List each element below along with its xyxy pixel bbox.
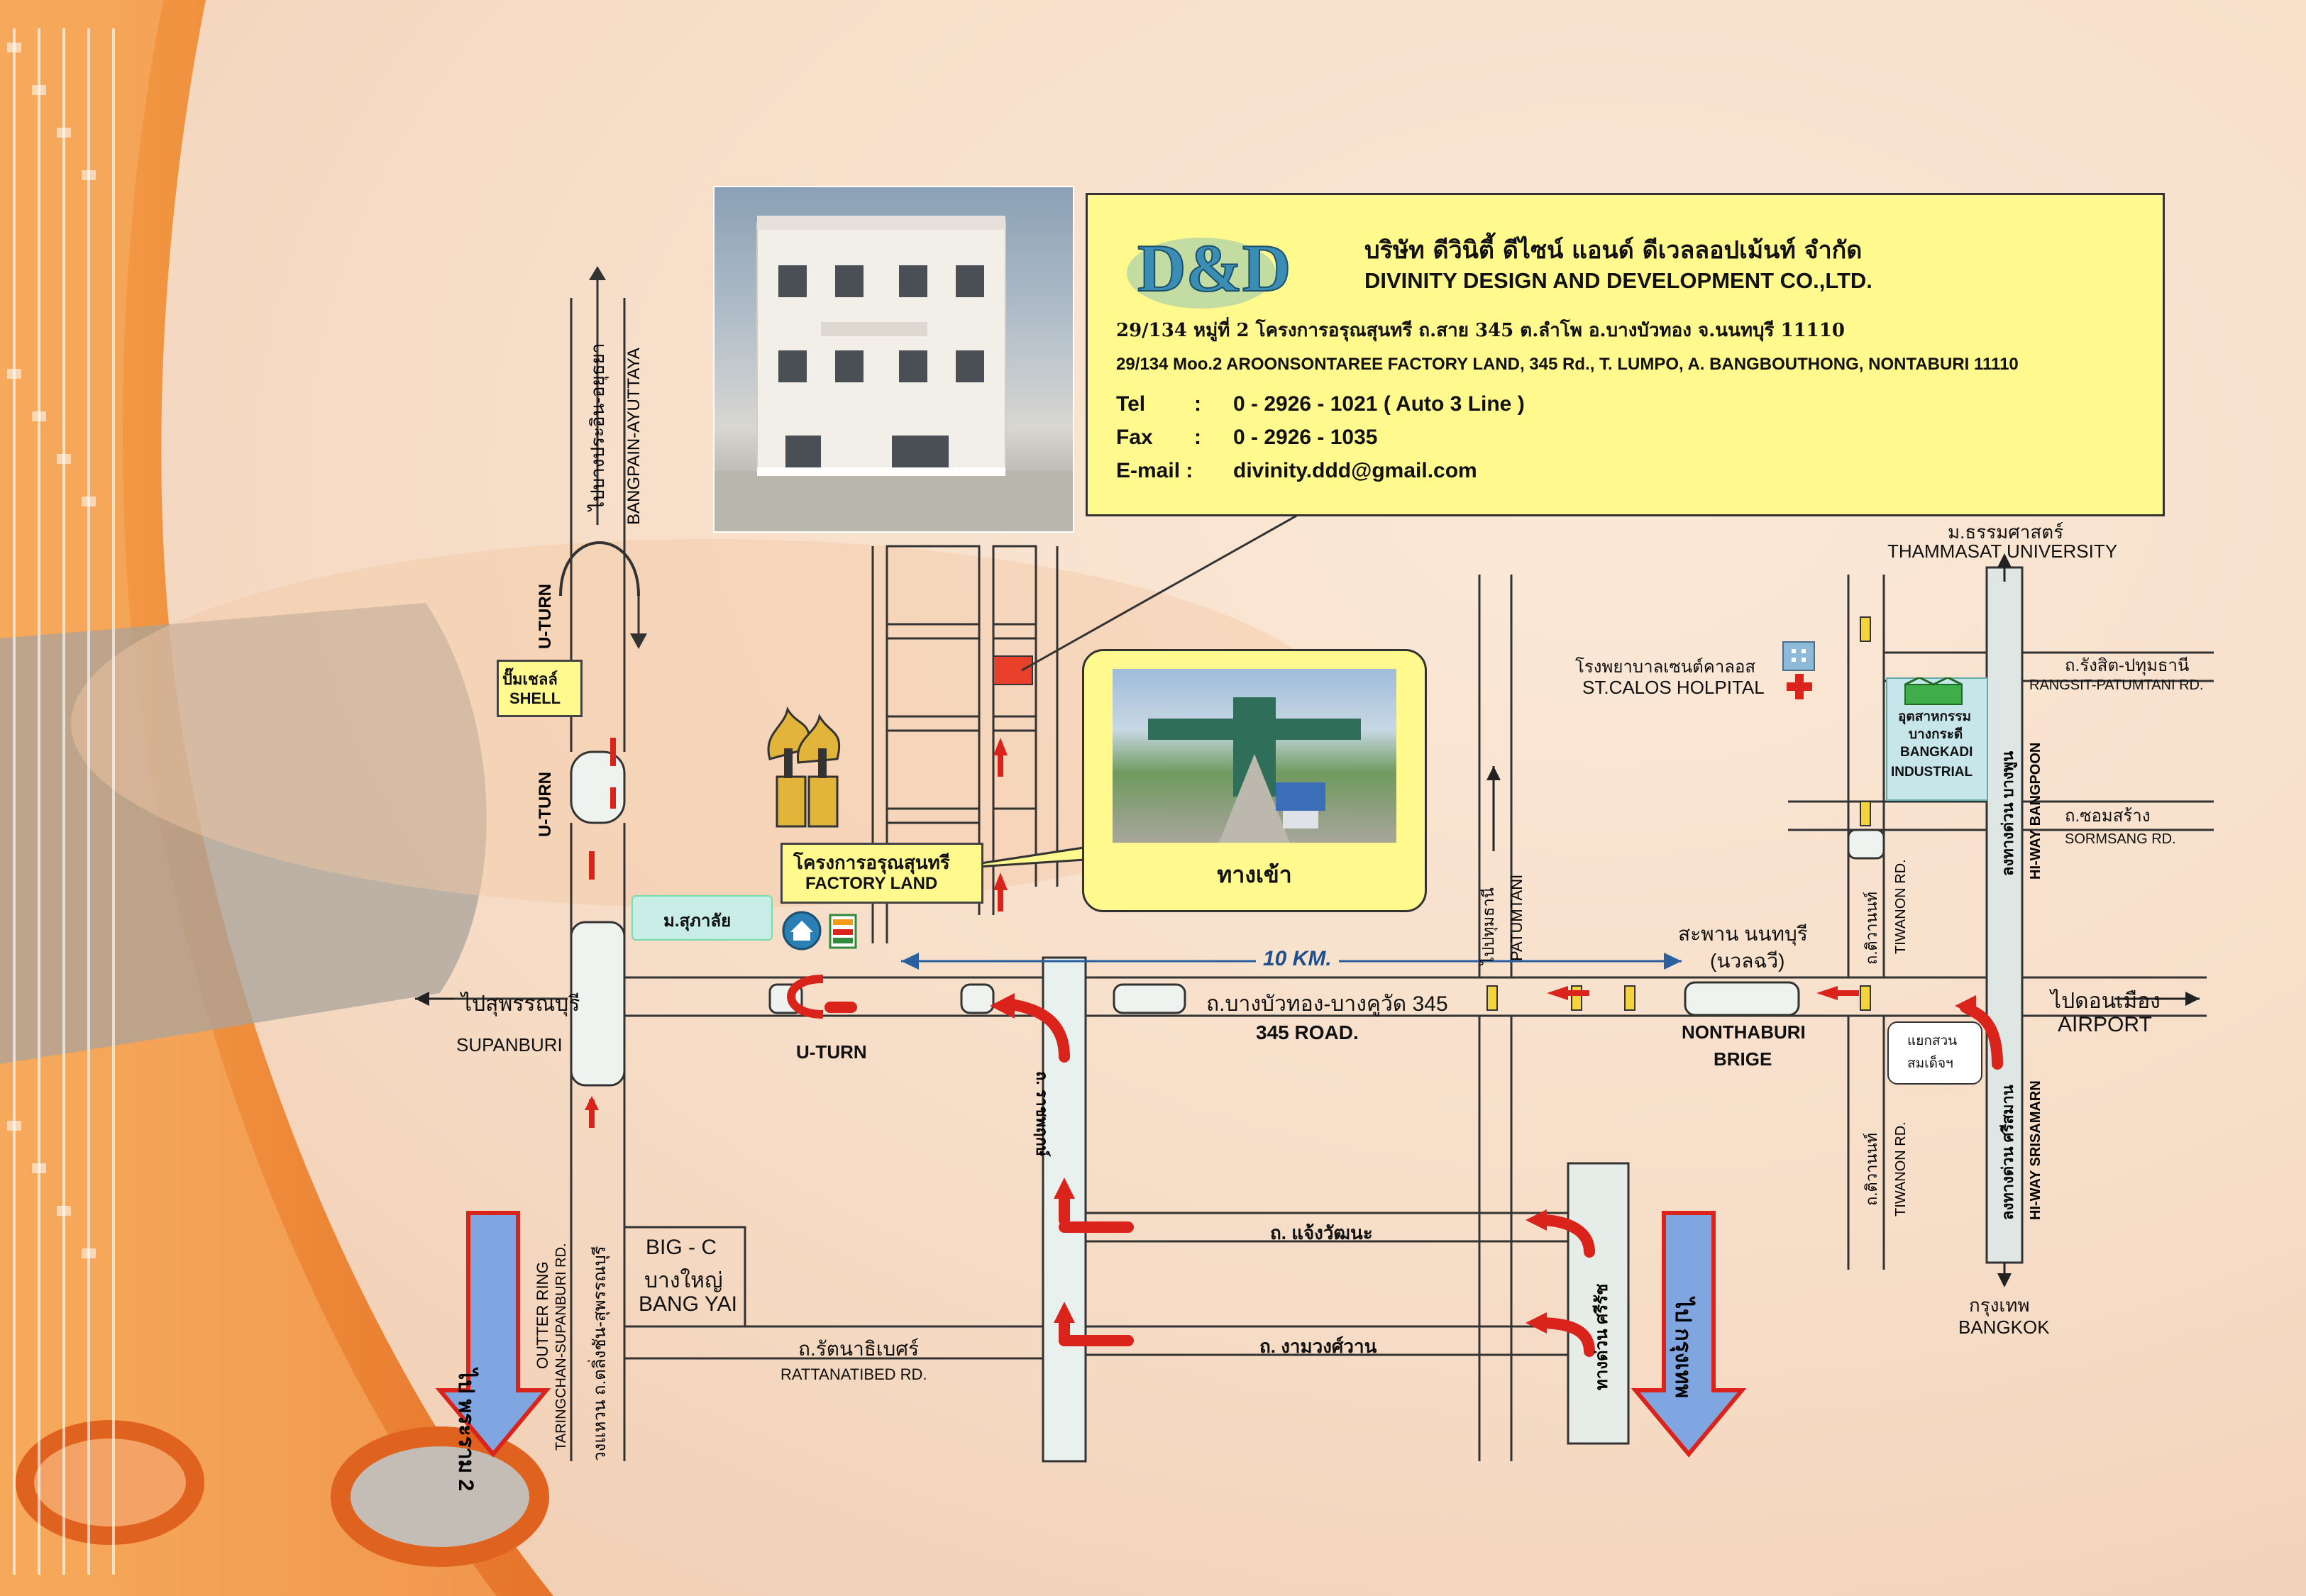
hiway-srisamarn-label-en: HI-WAY SRISAMARN <box>2028 1080 2043 1220</box>
fax-value: 0 - 2926 - 1035 <box>1233 426 1378 449</box>
bangkadi-label-th1: อุตสาหกรรม <box>1898 709 1971 724</box>
thammasat-label-th: ม.ธรรมศาสตร์ <box>1948 521 2064 543</box>
rama2-label: ไป พระราม 2 <box>454 1369 478 1492</box>
email-value[interactable]: divinity.ddd@gmail.com <box>1233 459 1477 482</box>
rattanatibet-label-th: ถ.รัตนาธิเบศร์ <box>798 1338 920 1360</box>
fax-colon: : <box>1194 426 1201 449</box>
chaengwattana-label: ถ. แจ้งวัฒนะ <box>1270 1222 1373 1243</box>
bridge-label-th: สะพาน นนทบุรี <box>1678 923 1808 945</box>
intersection-bubble <box>1887 1021 1982 1085</box>
uturn-top-label: U-TURN <box>536 584 555 649</box>
rangsit-label-en: RANGSIT-PATUMTANI RD. <box>2029 677 2204 693</box>
company-address-th: 29/134 หมู่ที่ 2 โครงการอรุณสุนทรี ถ.สาย… <box>1116 320 1845 341</box>
airport-label-en: AIRPORT <box>2058 1013 2152 1036</box>
shell-label-en: SHELL <box>509 689 561 707</box>
bangkadi-label-th2: บางกระดี <box>1909 727 1963 742</box>
tiwanon-label-en-upper: TIWANON RD. <box>1893 859 1909 954</box>
patumtani-label-th: ไปปทุมธานี <box>1479 887 1497 965</box>
supalai-label-box <box>631 895 773 941</box>
hospital-icon <box>1782 641 1815 671</box>
factory-label-th: โครงการอรุณสุนทรี <box>793 852 950 873</box>
email-label: E-mail : <box>1116 459 1193 482</box>
factory-icon <box>767 706 841 828</box>
thammasat-label-en: THAMMASAT UNIVERSITY <box>1887 541 2118 562</box>
seven-eleven-icon <box>829 914 857 949</box>
bangpain-label-th: ไปบางประอิน-อยุธยา <box>587 343 608 511</box>
bigc-label-1: BIG - C <box>646 1236 717 1259</box>
sormsang-label-th: ถ.ซอมสร้าง <box>2065 807 2151 826</box>
airport-label-th: ไปดอนเมือง <box>2051 990 2161 1013</box>
hiway-bangpoon-label-en: HI-WAY BANGPOON <box>2028 742 2043 880</box>
bangkadi-label-en2: INDUSTRIAL <box>1891 765 1973 780</box>
shell-label-th: ปั๊มเชลล์ <box>502 670 558 688</box>
suphan-label-th: ไปสุพรรณบุรี <box>461 992 580 1016</box>
road345-label-en: 345 ROAD. <box>1256 1021 1359 1043</box>
bangkok-label-en: BANGKOK <box>1958 1317 2050 1338</box>
entrance-label: ทางเข้า <box>1217 862 1292 887</box>
tel-label: Tel <box>1116 392 1146 416</box>
bigc-label-2: บางใหญ่ <box>644 1269 723 1292</box>
road345-label-th: ถ.บางบัวทอง-บางคูวัด 345 <box>1206 992 1448 1016</box>
company-name-th: บริษัท ดีวินิตี้ ดีไซน์ แอนด์ ดีเวลลอปเม… <box>1364 236 1863 265</box>
logo-text: D&D <box>1137 231 1291 306</box>
tiwanon-label-en-lower: TIWANON RD. <box>1893 1121 1909 1217</box>
hiway-srisamarn-label-th: ลงทางด่วน ศรีสมาน <box>1999 1085 2017 1220</box>
entrance-photo <box>1113 669 1396 843</box>
hospital-label-th: โรงพยาบาลเซนต์คาลอส <box>1575 658 1756 677</box>
bigc-label-3: BANG YAI <box>639 1292 737 1316</box>
tel-value: 0 - 2926 - 1021 ( Auto 3 Line ) <box>1233 392 1525 416</box>
factory-land-box <box>780 843 983 904</box>
fax-label: Fax <box>1116 426 1153 449</box>
bridge-label-en2: BRIGE <box>1714 1048 1772 1070</box>
tiwanon-label-th-lower: ถ.ติวานนท์ <box>1863 1132 1880 1206</box>
bangkok-label-th: กรุงเทพ <box>1969 1295 2030 1316</box>
tiwanon-label-th-upper: ถ.ติวานนท์ <box>1863 891 1880 965</box>
intersection-label-2: สมเด็จฯ <box>1907 1056 1953 1071</box>
entrance-callout: ทางเข้า <box>1082 649 1427 912</box>
to-bangkok-label: ไป กรุงเทพ <box>1671 1298 1694 1399</box>
srirat-label: ทางด่วน ศรีรัช <box>1592 1283 1611 1390</box>
sormsang-label-en: SORMSANG RD. <box>2065 831 2176 847</box>
home-icon <box>782 911 822 951</box>
building-photo <box>713 186 1074 533</box>
uturn-mid-label: U-TURN <box>536 772 555 837</box>
factory-building-icon <box>1904 677 1963 705</box>
uturn-bottom-label: U-TURN <box>796 1041 867 1063</box>
ngamwongwan-label: ถ. งามวงศ์วาน <box>1259 1336 1377 1357</box>
company-name-en: DIVINITY DESIGN AND DEVELOPMENT CO.,LTD. <box>1364 268 1872 293</box>
hospital-label-en: ST.CALOS HOLPITAL <box>1582 677 1765 698</box>
hiway-bangpoon-label-th: ลงทางด่วน บางพูน <box>1999 750 2017 876</box>
outer-label-en2: TARINGCHAN-SUPANBURI RD. <box>553 1243 569 1451</box>
company-logo: D&D <box>1127 230 1291 309</box>
building-illustration <box>715 216 1073 531</box>
company-address-en: 29/134 Moo.2 AROONSONTAREE FACTORY LAND,… <box>1116 355 2019 374</box>
rattanatibet-label-en: RATTANATIBED RD. <box>780 1365 927 1383</box>
outer-label-th: วงแหวน ถ.ตลิ่งชัน-สุพรรณบุรี <box>590 1246 609 1461</box>
company-info-box: D&D บริษัท ดีวินิตี้ ดีไซน์ แอนด์ ดีเวลล… <box>1086 193 2165 516</box>
entrance-illustration <box>1148 697 1361 843</box>
tel-colon: : <box>1194 392 1201 416</box>
patumtani-label-en: PATUMTANI <box>1508 874 1526 961</box>
supalai-label: ม.สุภาลัย <box>663 911 732 931</box>
shell-station-box <box>497 660 583 717</box>
suphan-label-en: SUPANBURI <box>456 1034 563 1055</box>
rangsit-label-th: ถ.รังสิต-ปทุมธานี <box>2065 656 2190 675</box>
distance-label: 10 KM. <box>1256 947 1339 971</box>
outer-label-en1: OUTTER RING <box>534 1261 551 1369</box>
intersection-label-1: แยกสวน <box>1907 1033 1958 1048</box>
bridge-label-en1: NONTHABURI <box>1682 1021 1806 1043</box>
factory-label-en: FACTORY LAND <box>805 874 938 893</box>
bridge-label-th2: (นวลฉวี) <box>1710 950 1785 972</box>
bangkadi-label-en1: BANGKADI <box>1900 745 1973 760</box>
ratchaphruek-label: ถ. ราชพฤกษ์ <box>1033 1071 1051 1157</box>
bangpain-label-en: BANGPAIN-AYUTTAYA <box>624 348 644 525</box>
